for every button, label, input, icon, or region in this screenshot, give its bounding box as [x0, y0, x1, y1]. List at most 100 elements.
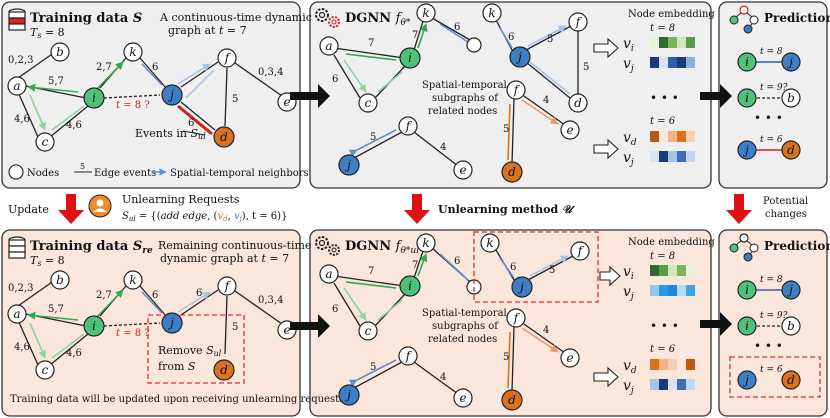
top-emb-vj2: vj: [623, 150, 634, 168]
top-sub1-label-0: 5: [370, 132, 376, 143]
req-vj: v: [234, 211, 240, 222]
top-sub1-node-e: e: [459, 163, 466, 177]
top-training-graph-edges: [17, 51, 283, 138]
req-comma: , (: [207, 211, 217, 222]
req-add-edge: add edge: [161, 211, 208, 222]
bottom-dgnn-caption-1: Spatial-temporal: [422, 308, 507, 319]
svg-text:from S: from S: [158, 360, 196, 373]
arrow-dgnn-to-pred-bottom: [700, 312, 732, 336]
top-dgnn-sym: f: [395, 11, 403, 26]
arrow-train-to-dgnn-top: [290, 84, 330, 108]
bottom-pred-node-j-2: j: [742, 373, 749, 387]
top-emb-title: Node embedding: [628, 9, 715, 20]
changed-prediction-box: [729, 356, 821, 398]
top-pred-node-d: d: [787, 143, 795, 157]
bottom-desc-line1: Remaining continuous-time: [158, 239, 311, 252]
gear-icon: [315, 8, 340, 28]
embedding-vd-bottom: [650, 359, 695, 370]
hollow-arrow-bottom-1: [599, 265, 621, 287]
bottom-node-f: f: [224, 279, 232, 293]
top-emb-vj-v: v: [623, 56, 631, 72]
unlearning-request-formula: Sul = {(add edge, (vd, vj), t = 6)}: [122, 211, 287, 223]
bottom-pred-node-b: b: [787, 319, 795, 333]
bottom-emb-vj2-sub: j: [629, 386, 634, 396]
panel-top-predictions: [718, 1, 828, 189]
top-dgnn-node-c: c: [365, 96, 372, 110]
top-emb-vi: vi: [623, 36, 634, 54]
bottom-edge-label-ab: 0,2,3: [8, 283, 33, 294]
top-emb-dots: • • •: [650, 91, 679, 105]
unlearning-method-label: Unlearning method: [438, 203, 562, 216]
svg-text:Ts = 8: Ts = 8: [30, 26, 65, 40]
bottom-emb-vd-v: v: [623, 358, 631, 374]
hollow-arrow-top-2: [593, 138, 619, 160]
top-edge-label-ai: 5,7: [48, 76, 64, 87]
top-t8-label: t = 8 ?: [116, 100, 150, 111]
svg-text:Training data S: Training data S: [30, 11, 142, 26]
svg-text:Unlearning method 𝒰: Unlearning method 𝒰: [438, 203, 576, 216]
top-desc-t: t: [219, 24, 224, 37]
bottom-ts-val: = 8: [41, 254, 64, 267]
svg-text:dynamic graph at t = 7: dynamic graph at t = 7: [160, 252, 289, 265]
bottom-sub2-node-e: e: [566, 351, 573, 365]
top-dgnn-right-node-j: j: [515, 50, 522, 64]
bottom-emb-vd-sub: d: [631, 366, 637, 376]
bottom-emb-title: Node embedding: [628, 237, 715, 248]
top-desc-end: = 7: [223, 24, 246, 37]
bottom-sub1-nodes: f j e: [338, 346, 473, 408]
bottom-pred-t9: t = 9?: [760, 311, 788, 321]
top-pred-dots: • • •: [754, 111, 783, 125]
top-dgnn-main-label-2: 7: [412, 30, 418, 41]
top-pred-node-j-2: j: [742, 143, 749, 157]
top-dgnn-main-nodes: a c i k: [319, 3, 482, 113]
top-pred-title: Predictions: [764, 11, 830, 25]
top-training-title: Training data: [30, 11, 133, 26]
bottom-dgnn-sub: θ*ul: [400, 246, 419, 256]
top-sub2-node-d: d: [508, 165, 516, 179]
bottom-dgnn-caption-3: related nodes: [428, 334, 497, 345]
top-training-nodes: b a c i k j f e d: [7, 42, 297, 152]
bottom-node-e: e: [283, 323, 290, 337]
bottom-node-a: a: [13, 307, 20, 321]
bottom-pred-title: Predictions: [764, 239, 830, 253]
top-training-title-symbol: S: [133, 11, 142, 26]
top-dgnn-right-node-f: f: [575, 15, 583, 29]
bottom-dgnn-main-label-1: 6: [332, 304, 338, 315]
bottom-dgnn-sym: f: [395, 239, 403, 254]
top-sub2-nodes: f d e: [501, 80, 580, 183]
top-emb-vi-sub: i: [631, 44, 634, 54]
legend: Nodes 5 Edge events Spatial-temporal nei…: [8, 162, 309, 180]
bottom-node-k: k: [129, 273, 136, 287]
node-d: d: [220, 130, 228, 144]
bottom-dgnn-main-label-2: 7: [412, 260, 418, 271]
req-s: S: [122, 211, 129, 222]
top-desc-line1: A continuous-time dynamic: [159, 11, 312, 24]
node-i: i: [92, 91, 96, 105]
remove-sub: ul: [214, 349, 222, 358]
bottom-dgnn-main-nodes: a c i k: [319, 233, 482, 341]
top-events-sub: ul: [198, 132, 206, 141]
top-edge-label-jd: 6: [188, 118, 194, 129]
top-pred-t8: t = 8: [760, 47, 783, 57]
top-emb-vj2-v: v: [623, 150, 631, 166]
bottom-dgnn-subgraph-f-d-e: [507, 323, 566, 393]
bottom-edge-label-ci: 4,6: [66, 348, 82, 359]
top-sub1-node-j: j: [344, 158, 351, 172]
top-sub2-label-1: 4: [543, 95, 549, 106]
changed-subgraph-box: [473, 231, 599, 303]
update-label: Update: [8, 203, 49, 216]
bottom-desc-end: = 7: [266, 252, 289, 265]
top-edge-label-fe: 0,3,4: [258, 67, 283, 78]
bottom-dgnn-node-c: c: [365, 324, 372, 338]
red-arrow-potential: [726, 194, 752, 224]
bottom-ts: T: [30, 254, 39, 267]
bottom-dgnn-main-label-3: 6: [454, 256, 460, 267]
database-icon-bottom: [8, 236, 26, 259]
remove-sym: S: [206, 344, 214, 357]
top-edge-label-ik: 2,7: [96, 62, 112, 73]
svg-text:Remove Sul: Remove Sul: [158, 344, 222, 358]
svg-text:DGNN fθ*ul: DGNN fθ*ul: [345, 239, 419, 256]
arrow-dgnn-to-pred-top: [700, 84, 732, 108]
top-dgnn-main-label-1: 6: [332, 74, 338, 85]
